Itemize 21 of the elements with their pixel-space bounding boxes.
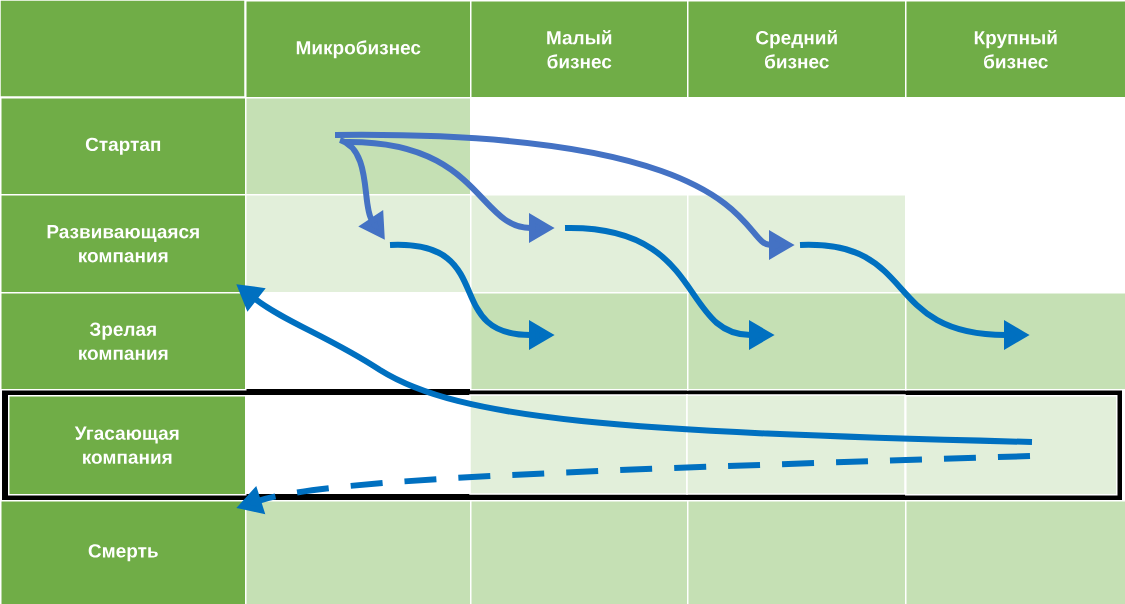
table-cell <box>470 194 689 294</box>
table-cell <box>905 500 1125 604</box>
row-label-cell: Стартап <box>0 97 247 196</box>
column-header: Малый бизнес <box>470 0 689 99</box>
table-cell <box>687 500 907 604</box>
table-cell <box>687 194 907 294</box>
table-cell <box>687 292 907 391</box>
column-header: Микробизнес <box>245 0 472 99</box>
column-header: Средний бизнес <box>687 0 907 99</box>
table-cell <box>245 97 472 196</box>
table-cell <box>245 500 472 604</box>
table-cell <box>470 500 689 604</box>
table-cell <box>470 292 689 391</box>
row-label-cell: Смерть <box>0 500 247 604</box>
column-header: Крупный бизнес <box>905 0 1125 99</box>
table-cell <box>905 292 1125 391</box>
table-cell <box>245 194 472 294</box>
table-cell <box>905 395 1118 496</box>
row-label-cell: Зрелая компания <box>0 292 247 391</box>
row-label-cell: Угасающая компания <box>8 395 247 496</box>
row-label-cell: Развивающаяся компания <box>0 194 247 294</box>
